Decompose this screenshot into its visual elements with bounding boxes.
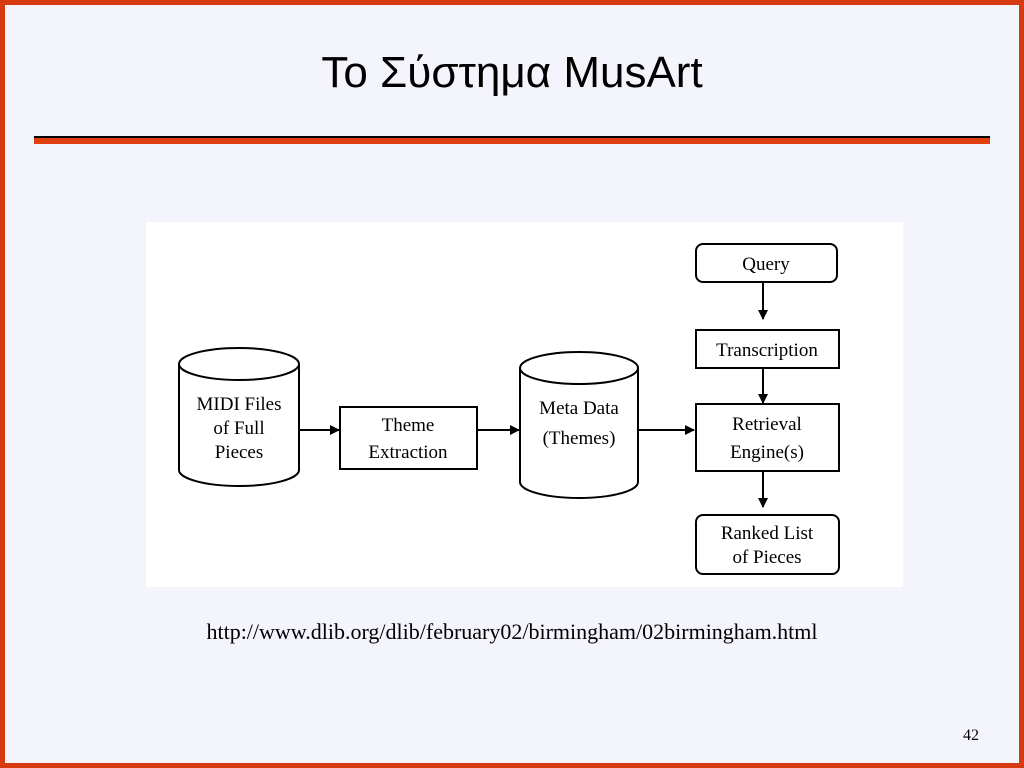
query-box: Query	[695, 243, 838, 283]
title-underline	[34, 136, 990, 144]
meta-data-database: Meta Data (Themes)	[519, 351, 639, 499]
theme-extraction-label-line-1: Theme	[382, 415, 435, 436]
ranked-list-label-line-2: of Pieces	[732, 547, 801, 568]
ranked-list-label-line-1: Ranked List	[721, 523, 814, 544]
meta-data-label-line-1: Meta Data	[539, 398, 619, 419]
page-number: 42	[963, 727, 979, 744]
midi-files-label-line-3: Pieces	[215, 442, 264, 463]
ranked-list-box: Ranked List of Pieces	[695, 514, 840, 575]
midi-files-label-line-2: of Full	[213, 418, 264, 439]
transcription-box: Transcription	[695, 329, 840, 369]
retrieval-engine-label-line-2: Engine(s)	[730, 442, 804, 463]
meta-data-label-line-2: (Themes)	[543, 428, 616, 449]
transcription-label: Transcription	[716, 340, 818, 361]
diagram-svg: MIDI Files of Full Pieces Theme Extracti…	[178, 243, 840, 575]
retrieval-engine-box: Retrieval Engine(s)	[695, 403, 840, 472]
midi-files-label-line-1: MIDI Files	[197, 394, 282, 415]
midi-files-database: MIDI Files of Full Pieces	[178, 347, 300, 487]
slide: Το Σύστημα MusArt MIDI Files of Full Pie…	[5, 5, 1019, 763]
query-label: Query	[742, 254, 790, 275]
retrieval-engine-label-line-1: Retrieval	[732, 414, 802, 435]
slide-title: Το Σύστημα MusArt	[321, 48, 703, 97]
theme-extraction-label-line-2: Extraction	[368, 442, 448, 463]
theme-extraction-box: Theme Extraction	[339, 406, 478, 470]
musart-diagram: MIDI Files of Full Pieces Theme Extracti…	[146, 222, 903, 587]
source-url: http://www.dlib.org/dlib/february02/birm…	[206, 619, 818, 644]
